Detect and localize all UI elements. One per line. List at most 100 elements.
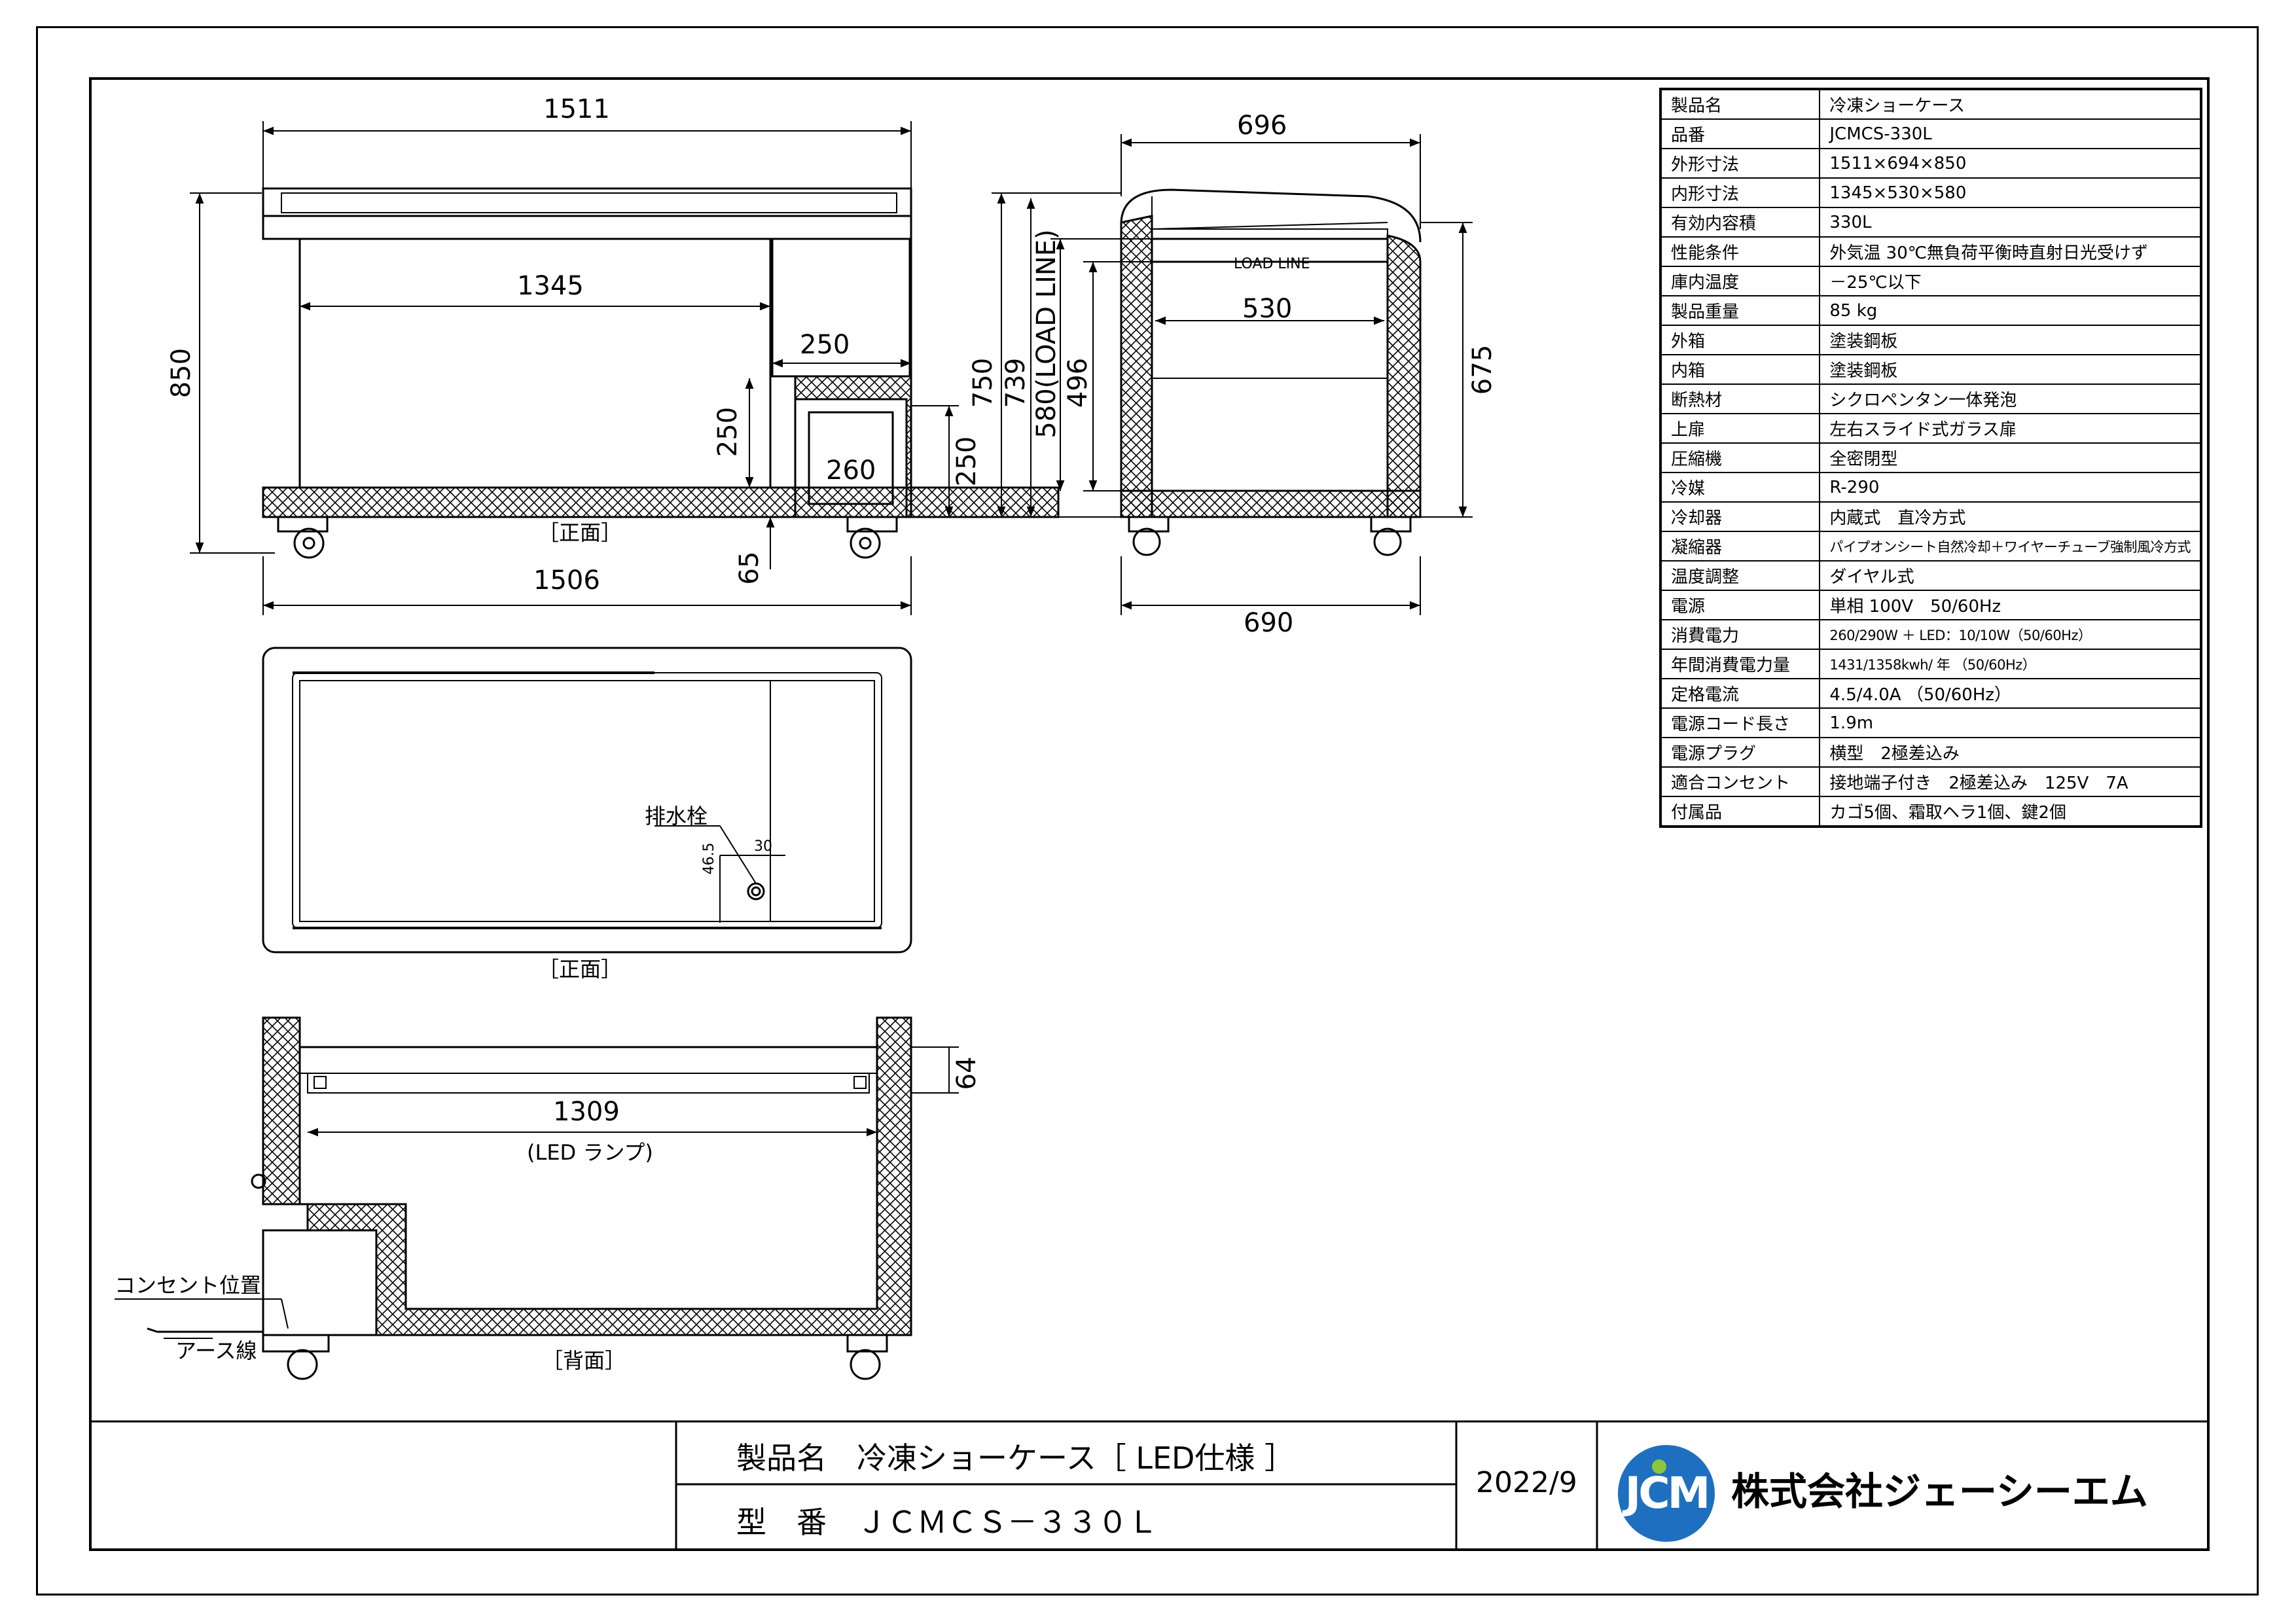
spec-value: ダイヤル式 (1819, 560, 2202, 591)
spec-row: 付属品カゴ5個、霜取ヘラ1個、鍵2個 (1659, 796, 2202, 827)
dim-drain-46: 46.5 (701, 843, 717, 875)
spec-value: 塗装鋼板 (1819, 325, 2202, 355)
spec-row: 電源プラグ横型 2極差込み (1659, 737, 2202, 768)
drawing-text: 1511 1345 250 850 250 260 250 ［正面］ 1506 … (115, 94, 1498, 1373)
spec-row: 電源単相 100V 50/60Hz (1659, 590, 2202, 620)
front-view (262, 187, 1060, 559)
spec-row: 適合コンセント接地端子付き 2極差込み 125V 7A (1659, 766, 2202, 797)
spec-value: 330L (1819, 207, 2202, 238)
spec-row: 断熱材シクロペンタン一体発泡 (1659, 383, 2202, 414)
title-model-line: 型 番 ＪＣＭＣＳ－３３０Ｌ (736, 1505, 1158, 1540)
label-outlet-position: コンセント位置 (115, 1273, 261, 1298)
dim-750: 750 (968, 358, 998, 408)
spec-key: 電源プラグ (1659, 737, 1821, 768)
dim-580: 580(LOAD LINE) (1031, 229, 1062, 438)
dim-739: 739 (1001, 358, 1031, 408)
outer-frame (36, 26, 2259, 1596)
spec-value: 1511×694×850 (1819, 148, 2202, 179)
spec-value: 1345×530×580 (1819, 177, 2202, 208)
title-date: 2022/9 (1476, 1466, 1577, 1499)
label-back-view: ［背面］ (542, 1348, 626, 1373)
spec-value: 冷凍ショーケース (1819, 88, 2202, 120)
title-product-line: 製品名 冷凍ショーケース［ LED仕様 ］ (736, 1440, 1295, 1476)
spec-value: 1.9m (1819, 707, 2202, 738)
dim-260: 260 (826, 455, 876, 486)
spec-key: 内箱 (1659, 354, 1821, 385)
dim-496: 496 (1063, 358, 1093, 408)
spec-key: 内形寸法 (1659, 177, 1821, 208)
spec-value: 1431/1358kwh/ 年 （50/60Hz） (1819, 649, 2202, 679)
spec-value: JCMCS-330L (1819, 118, 2202, 149)
spec-row: 製品名冷凍ショーケース (1659, 88, 2202, 120)
spec-key: 性能条件 (1659, 236, 1821, 267)
spec-value: 横型 2極差込み (1819, 737, 2202, 768)
dim-250-top: 250 (800, 330, 850, 360)
dim-530: 530 (1242, 294, 1292, 324)
back-view (147, 1016, 912, 1380)
spec-value: 塗装鋼板 (1819, 354, 2202, 385)
spec-key: 圧縮機 (1659, 442, 1821, 473)
spec-row: 性能条件外気温 30℃無負荷平衡時直射日光受けず (1659, 236, 2202, 267)
spec-key: 有効内容積 (1659, 207, 1821, 238)
dim-696: 696 (1237, 111, 1287, 141)
spec-key: 製品重量 (1659, 295, 1821, 326)
spec-key: 温度調整 (1659, 560, 1821, 591)
spec-value: －25℃以下 (1819, 266, 2202, 296)
dim-250-step: 250 (713, 407, 743, 457)
spec-value: 4.5/4.0A （50/60Hz） (1819, 678, 2202, 709)
spec-value: 外気温 30℃無負荷平衡時直射日光受けず (1819, 236, 2202, 267)
spec-value: カゴ5個、霜取ヘラ1個、鍵2個 (1819, 796, 2202, 827)
spec-key: 庫内温度 (1659, 266, 1821, 296)
spec-key: 電源 (1659, 590, 1821, 620)
spec-row: 上扉左右スライド式ガラス扉 (1659, 413, 2202, 444)
dim-1345: 1345 (517, 271, 584, 301)
spec-key: 冷媒 (1659, 472, 1821, 503)
spec-row: 圧縮機全密閉型 (1659, 442, 2202, 473)
spec-value: 260/290W ＋ LED：10/10W（50/60Hz） (1819, 619, 2202, 650)
spec-key: 冷却器 (1659, 501, 1821, 532)
spec-key: 上扉 (1659, 413, 1821, 444)
load-line-label: LOAD LINE (1234, 256, 1310, 272)
spec-key: 消費電力 (1659, 619, 1821, 650)
label-front-view: ［正面］ (538, 520, 622, 545)
spec-value: 左右スライド式ガラス扉 (1819, 413, 2202, 444)
spec-value: パイプオンシート自然冷却＋ワイヤーチューブ強制風冷方式 (1819, 531, 2202, 562)
spec-row: 庫内温度－25℃以下 (1659, 266, 2202, 296)
spec-row: 内箱塗装鋼板 (1659, 354, 2202, 385)
spec-row: 凝縮器パイプオンシート自然冷却＋ワイヤーチューブ強制風冷方式 (1659, 531, 2202, 562)
spec-value: 85 kg (1819, 295, 2202, 326)
led-lamp-label: (LED ランプ) (527, 1140, 653, 1165)
dim-1511: 1511 (543, 94, 610, 124)
spec-value: シクロペンタン一体発泡 (1819, 383, 2202, 414)
spec-value: R-290 (1819, 472, 2202, 503)
dim-64: 64 (952, 1057, 982, 1090)
dim-675: 675 (1467, 345, 1498, 395)
label-drain: 排水栓 (645, 804, 708, 829)
dim-drain-30: 30 (754, 838, 772, 855)
spec-row: 外箱塗装鋼板 (1659, 325, 2202, 355)
spec-key: 断熱材 (1659, 383, 1821, 414)
spec-key: 電源コード長さ (1659, 707, 1821, 738)
inner-frame (89, 77, 2210, 1551)
top-view (262, 647, 912, 954)
spec-key: 外箱 (1659, 325, 1821, 355)
dim-690: 690 (1244, 608, 1293, 638)
dim-250-right: 250 (952, 437, 982, 486)
spec-key: 適合コンセント (1659, 766, 1821, 797)
spec-key: 年間消費電力量 (1659, 649, 1821, 679)
label-earth-wire: アース線 (175, 1338, 257, 1363)
spec-key: 定格電流 (1659, 678, 1821, 709)
label-top-view: ［正面］ (538, 957, 622, 982)
spec-key: 付属品 (1659, 796, 1821, 827)
